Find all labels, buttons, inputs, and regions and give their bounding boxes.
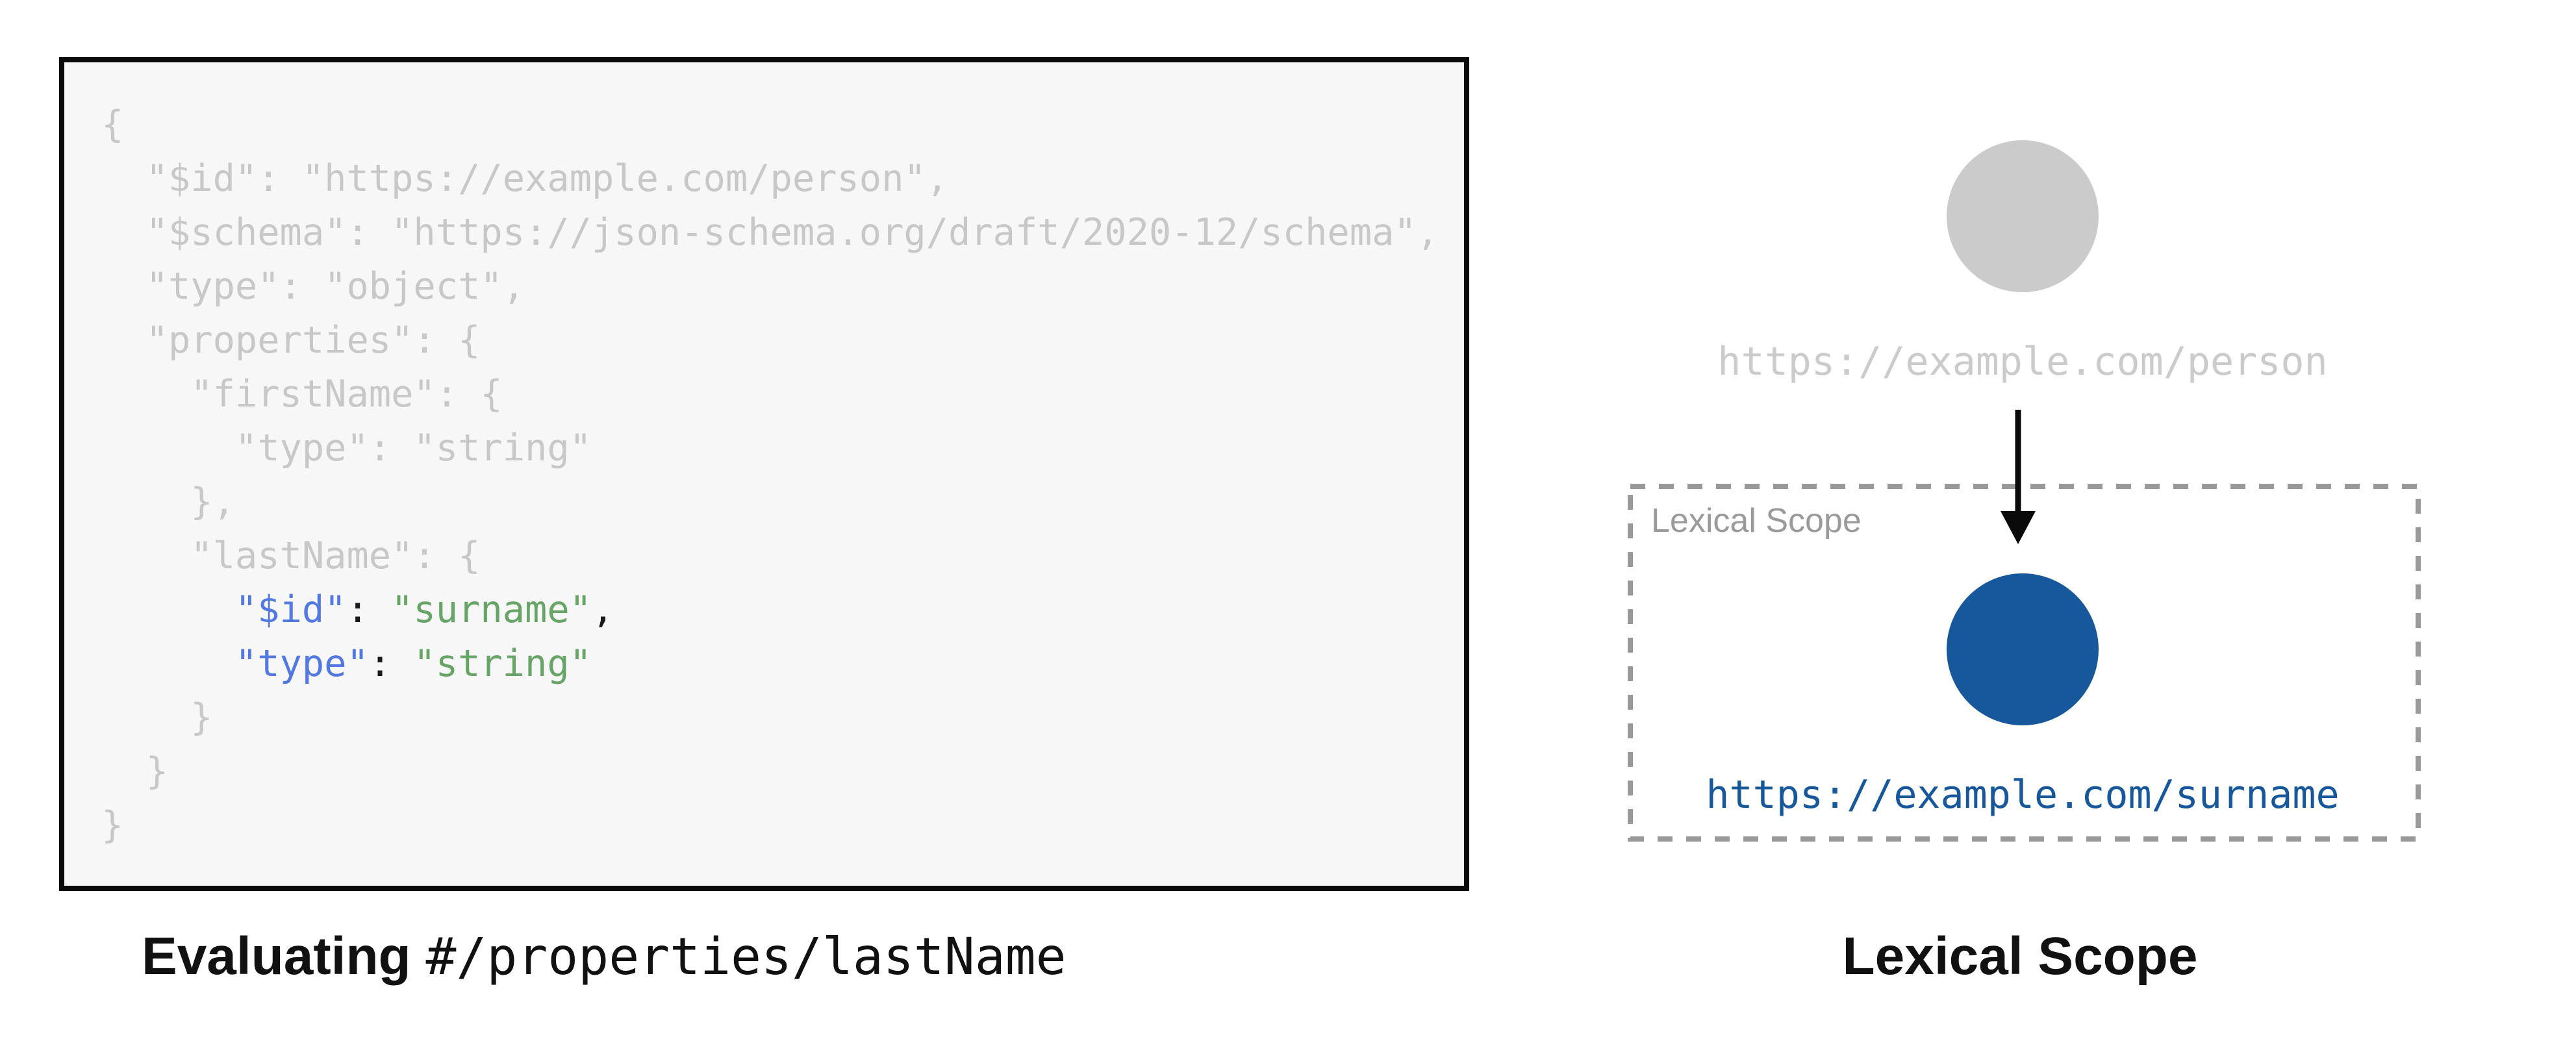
right-caption: Lexical Scope: [1842, 927, 2198, 986]
left-caption-evaluating: Evaluating: [142, 927, 426, 986]
code-line: "firstName": {: [101, 373, 503, 416]
code-line: },: [101, 481, 235, 523]
down-arrow-head-icon: [2001, 511, 2036, 544]
code-line: "type": "string": [101, 427, 592, 469]
code-line: "lastName": {: [101, 534, 481, 577]
code-line: "$id": "https://example.com/person",: [101, 157, 949, 200]
embedded-schema-uri: https://example.com/surname: [1706, 772, 2340, 818]
code-line: "$schema": "https://json-schema.org/draf…: [101, 211, 1439, 254]
code-line: }: [101, 696, 213, 739]
code-line: "properties": {: [101, 319, 481, 362]
code-line: }: [101, 804, 124, 847]
schema-code-lines: { "$id": "https://example.com/person", "…: [64, 62, 1464, 853]
code-line: "$id": "surname",: [234, 588, 614, 631]
parent-schema-node: [1947, 140, 2099, 292]
embedded-schema-node: [1947, 573, 2099, 725]
parent-schema-uri: https://example.com/person: [1717, 339, 2328, 384]
code-line: }: [101, 750, 168, 793]
code-line: "type": "string": [234, 642, 592, 685]
lexical-scope-box-label: Lexical Scope: [1651, 502, 1862, 540]
code-line: "type": "object",: [101, 265, 525, 308]
left-caption-json-pointer: #/properties/lastName: [425, 928, 1067, 986]
schema-code-block: { "$id": "https://example.com/person", "…: [59, 57, 1469, 891]
code-line: {: [101, 103, 124, 146]
left-caption: Evaluating #/properties/lastName: [142, 930, 1067, 983]
